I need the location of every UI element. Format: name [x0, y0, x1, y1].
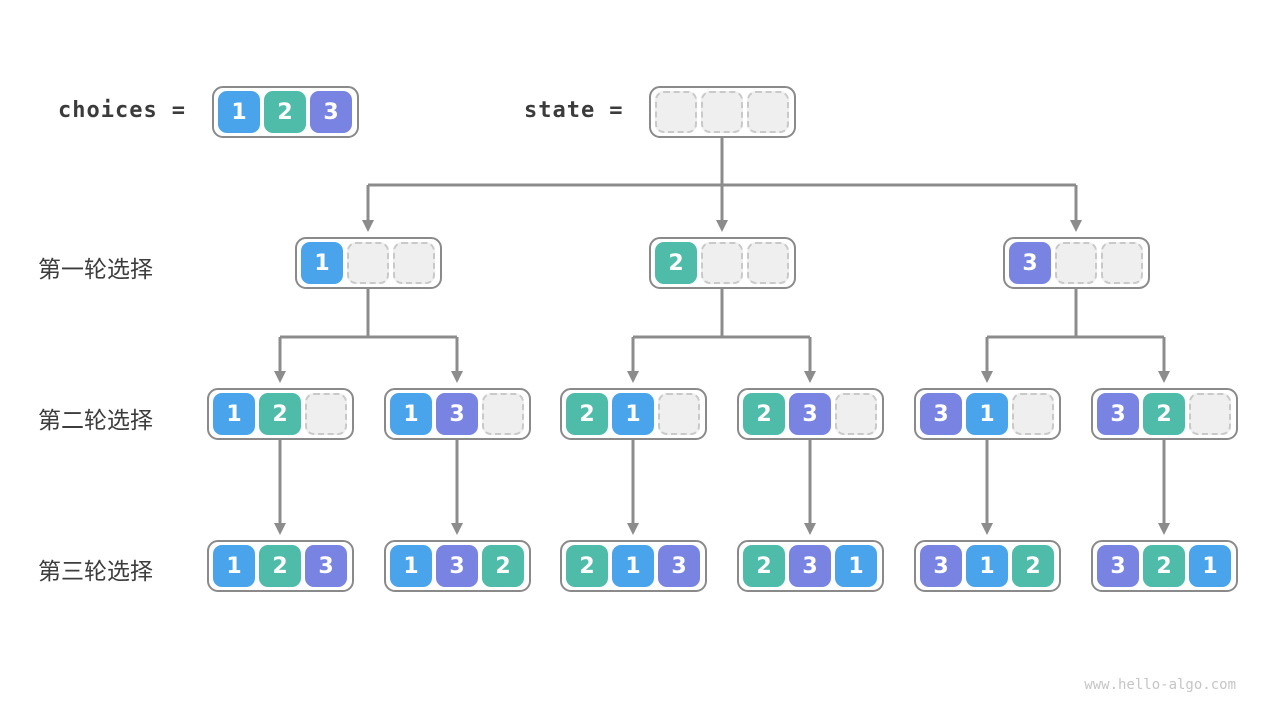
choice-cell-2: 2 — [259, 545, 301, 587]
choice-cell-2: 2 — [259, 393, 301, 435]
equals-sign: = — [171, 98, 186, 123]
watermark: www.hello-algo.com — [1084, 677, 1236, 693]
choice-cell-1: 1 — [612, 393, 654, 435]
state-box — [648, 86, 796, 138]
empty-slot — [347, 242, 389, 284]
empty-slot — [835, 393, 877, 435]
choice-cell-1: 1 — [1189, 545, 1231, 587]
empty-slot — [701, 242, 743, 284]
choice-cell-3: 3 — [1009, 242, 1051, 284]
choice-cell-1: 1 — [966, 393, 1008, 435]
state-label: state — [524, 98, 596, 123]
choice-cell-1: 1 — [966, 545, 1008, 587]
choice-cell-2: 2 — [1012, 545, 1054, 587]
choice-cell-3: 3 — [1097, 393, 1139, 435]
empty-slot — [393, 242, 435, 284]
choice-cell-2: 2 — [566, 545, 608, 587]
round-3-label: 第三轮选择 — [38, 558, 153, 584]
choice-cell-2: 2 — [1143, 545, 1185, 587]
empty-slot — [701, 91, 743, 133]
empty-slot — [482, 393, 524, 435]
round-1-label: 第一轮选择 — [38, 256, 153, 282]
choice-cell-3: 3 — [1097, 545, 1139, 587]
choice-cell-2: 2 — [566, 393, 608, 435]
choice-cell-1: 1 — [213, 545, 255, 587]
choice-cell-3: 3 — [789, 545, 831, 587]
choice-cell-1: 1 — [213, 393, 255, 435]
empty-slot — [1189, 393, 1231, 435]
choice-cell-2: 2 — [482, 545, 524, 587]
choice-cell-1: 1 — [301, 242, 343, 284]
state-node-r1-2: 2 — [648, 237, 796, 289]
choices-label: choices — [58, 98, 158, 123]
choice-cell-1: 1 — [612, 545, 654, 587]
choice-cell-3: 3 — [310, 91, 352, 133]
empty-slot — [1055, 242, 1097, 284]
choice-cell-3: 3 — [920, 545, 962, 587]
empty-slot — [658, 393, 700, 435]
empty-slot — [655, 91, 697, 133]
choice-cell-3: 3 — [658, 545, 700, 587]
equals-sign: = — [609, 98, 624, 123]
choice-cell-2: 2 — [1143, 393, 1185, 435]
state-node-r1-1: 1 — [294, 237, 442, 289]
empty-slot — [747, 242, 789, 284]
empty-slot — [1101, 242, 1143, 284]
state-node-r1-3: 3 — [1002, 237, 1150, 289]
choice-cell-1: 1 — [390, 393, 432, 435]
choice-cell-3: 3 — [920, 393, 962, 435]
empty-slot — [1012, 393, 1054, 435]
choices-header: choices = — [58, 98, 186, 123]
choice-cell-1: 1 — [835, 545, 877, 587]
choice-cell-1: 1 — [390, 545, 432, 587]
round-2-label: 第二轮选择 — [38, 407, 153, 433]
choice-cell-2: 2 — [655, 242, 697, 284]
choice-cell-2: 2 — [743, 393, 785, 435]
choice-cell-3: 3 — [436, 545, 478, 587]
empty-slot — [747, 91, 789, 133]
choice-cell-2: 2 — [264, 91, 306, 133]
choice-cell-2: 2 — [743, 545, 785, 587]
choice-cell-1: 1 — [218, 91, 260, 133]
state-header: state = — [524, 98, 623, 123]
empty-slot — [305, 393, 347, 435]
choice-cell-3: 3 — [436, 393, 478, 435]
choice-cell-3: 3 — [305, 545, 347, 587]
choice-cell-3: 3 — [789, 393, 831, 435]
